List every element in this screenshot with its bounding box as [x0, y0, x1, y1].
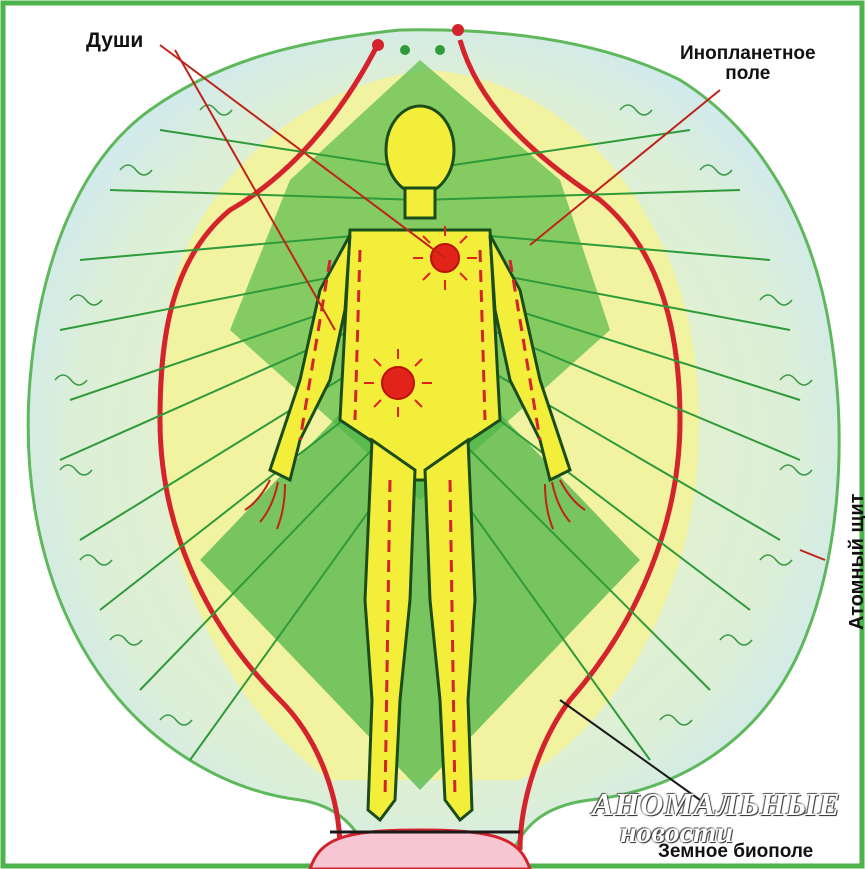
logo-line1: АНОМАЛЬНЫЕ	[592, 790, 841, 819]
earth-biofield-label: Земное биополе	[658, 842, 813, 861]
earth-biofield	[310, 830, 530, 869]
atomic-shield-label: Атомный щит	[847, 494, 865, 630]
alien-field-label-line1: Инопланетное	[680, 44, 816, 64]
alien-field-label-line2: поле	[680, 64, 816, 84]
publication-logo: АНОМАЛЬНЫЕ новости	[592, 790, 841, 846]
alien-field-label: Инопланетное поле	[680, 44, 816, 84]
souls-label: Души	[86, 30, 143, 51]
